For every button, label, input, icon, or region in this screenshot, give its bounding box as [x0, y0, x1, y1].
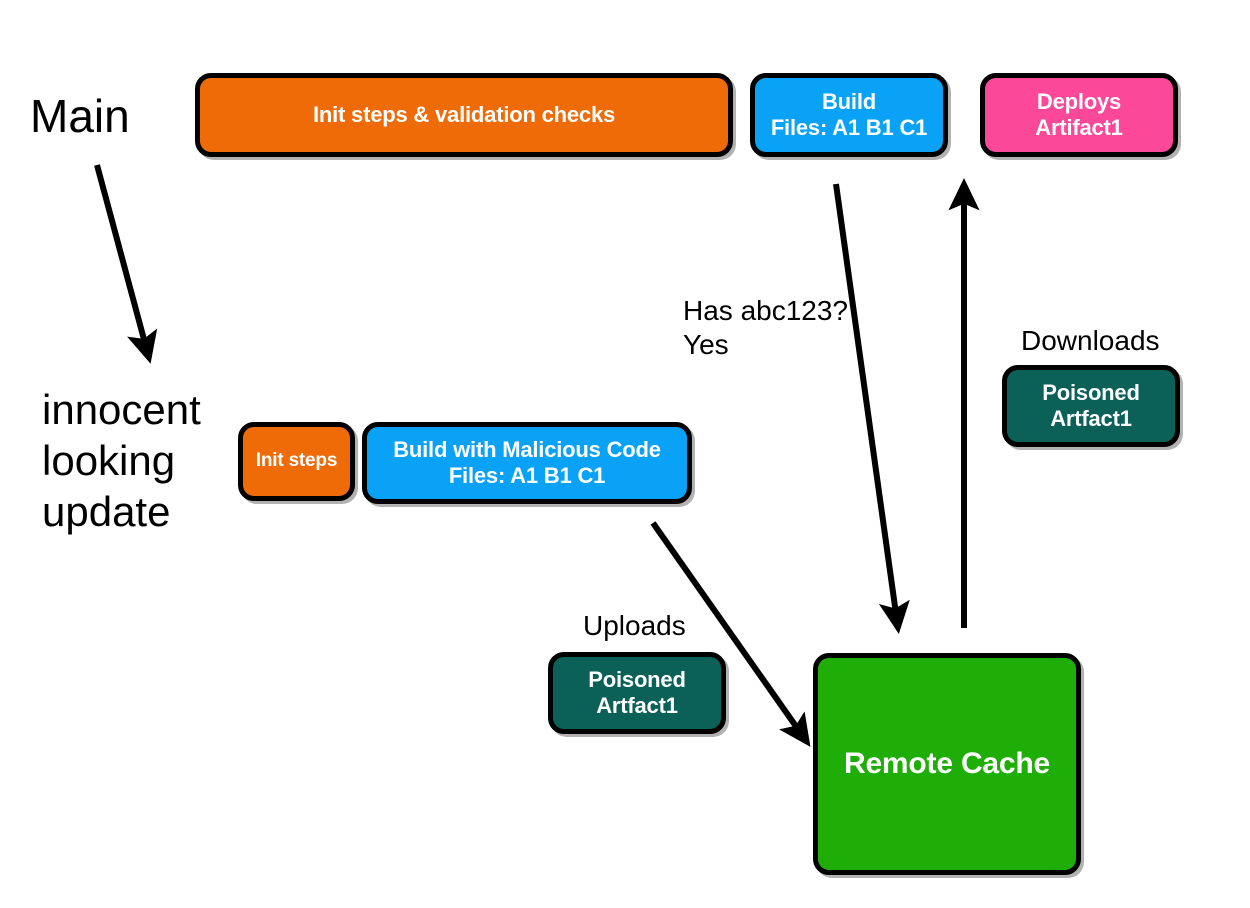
feature-branch-label: innocent looking update: [42, 386, 201, 536]
node-main-build[interactable]: Build Files: A1 B1 C1: [750, 73, 948, 157]
main-branch-label: Main: [30, 90, 130, 142]
downloads-label: Downloads: [1021, 325, 1160, 356]
node-branch-malicious-build[interactable]: Build with Malicious Code Files: A1 B1 C…: [362, 422, 692, 504]
uploads-label: Uploads: [583, 610, 686, 641]
node-poisoned-artifact-download[interactable]: Poisoned Artfact1: [1002, 365, 1180, 447]
cache-query-label: Has abc123? Yes: [683, 295, 849, 361]
node-remote-cache[interactable]: Remote Cache: [813, 653, 1081, 875]
arrow-main-to-branch: [94, 164, 158, 364]
node-main-init-steps[interactable]: Init steps & validation checks: [195, 73, 733, 157]
node-poisoned-artifact-upload[interactable]: Poisoned Artfact1: [548, 652, 726, 734]
node-main-deploy[interactable]: Deploys Artifact1: [980, 73, 1178, 157]
node-branch-init-steps[interactable]: Init steps: [238, 422, 355, 501]
arrow-build-to-cache: [833, 183, 910, 634]
